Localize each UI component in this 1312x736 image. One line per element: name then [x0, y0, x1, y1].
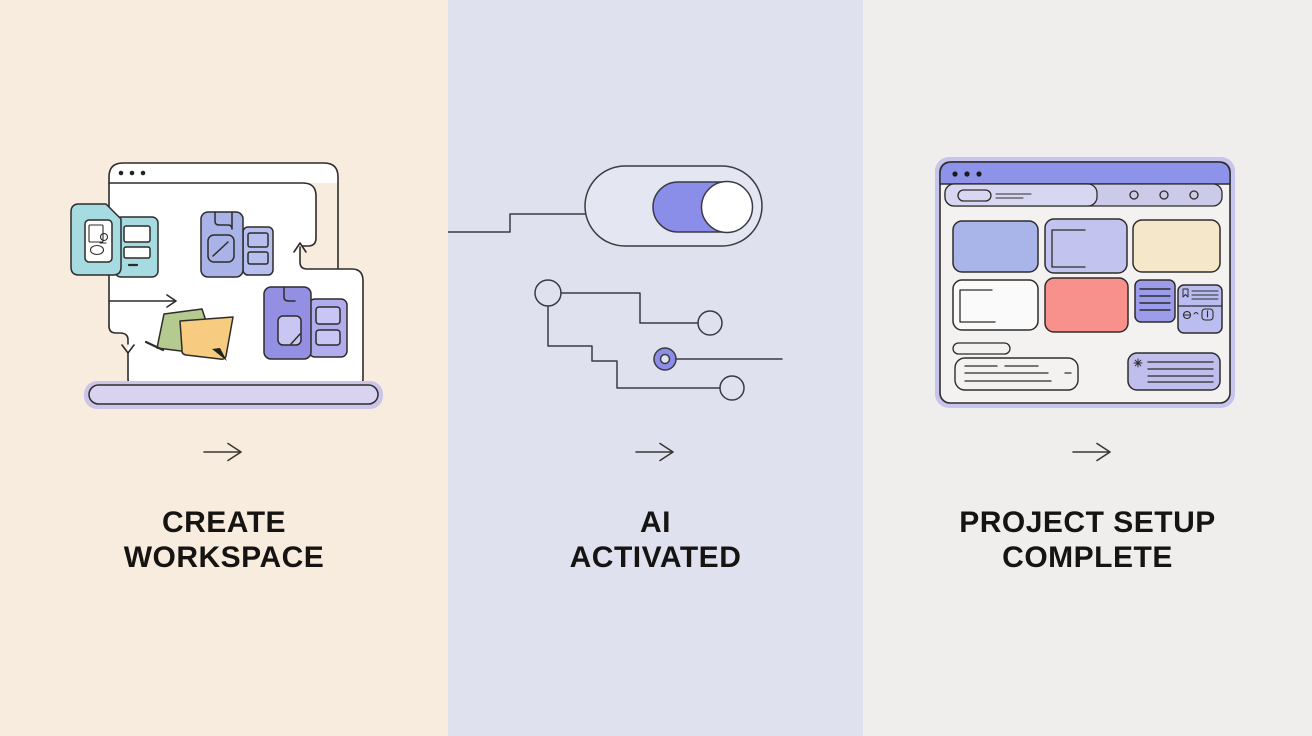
step-label-line: AI [640, 506, 671, 539]
star-icon [1133, 358, 1143, 368]
grid-block-cream [1132, 219, 1221, 273]
step-label-line: WORKSPACE [123, 541, 325, 574]
browser-dashboard-illustration [935, 157, 1235, 462]
step-panel-ai-activated: AI ACTIVATED [448, 0, 863, 736]
bookmark-icon [1182, 288, 1189, 298]
step-label-line: CREATE [161, 506, 287, 539]
window-dots-icon [118, 170, 146, 176]
file-card-bottom [263, 286, 348, 360]
toggle-circuit-illustration [448, 165, 783, 462]
step-label-line: ACTIVATED [569, 541, 742, 574]
toolbar-button-icon [1129, 190, 1139, 200]
laptop-with-documents-illustration [70, 162, 383, 462]
toggle-knob [700, 180, 754, 234]
grid-block-widget [1177, 284, 1223, 334]
window-dots-icon [952, 171, 982, 177]
step-label: AI ACTIVATED [448, 505, 863, 575]
step-label-line: COMPLETE [1002, 541, 1173, 574]
right-arrow-icon [203, 442, 242, 462]
circuit-node [697, 310, 723, 336]
flow-arrow-down-icon [121, 344, 135, 354]
wireframe-doodle-icon [88, 224, 109, 256]
right-arrow-icon [635, 442, 674, 462]
teal-document-card [70, 203, 159, 278]
text-box [954, 357, 1079, 391]
grid-block-coral [1044, 277, 1129, 333]
grid-block-lavender [1044, 218, 1128, 274]
url-pill [957, 189, 992, 202]
address-tab [944, 183, 1098, 207]
step-label-line: PROJECT SETUP [959, 506, 1216, 539]
toolbar-button-icon [1189, 190, 1199, 200]
text-pill [952, 342, 1011, 355]
circuit-active-node [653, 347, 677, 371]
grid-block-white [952, 279, 1039, 331]
flow-arrow-up-icon [293, 242, 307, 253]
browser-window [935, 157, 1235, 408]
folder-icon [144, 308, 234, 361]
step-label: PROJECT SETUP COMPLETE [863, 505, 1312, 575]
highlight-card [1127, 352, 1221, 391]
circuit-trace [448, 213, 586, 233]
grid-block-list [1134, 279, 1176, 323]
step-label: CREATE WORKSPACE [0, 505, 448, 575]
step-panel-create-workspace: CREATE WORKSPACE [0, 0, 448, 736]
right-arrow-icon [1072, 442, 1111, 462]
grid-block-blue [952, 220, 1039, 273]
circuit-node [534, 279, 562, 307]
file-card-top [200, 211, 274, 278]
circuit-trace [560, 292, 699, 324]
toggle-switch-icon [584, 165, 763, 247]
circuit-trace [547, 305, 721, 389]
step-panel-project-setup-complete: PROJECT SETUP COMPLETE [863, 0, 1312, 736]
mini-card-icon [1201, 308, 1214, 321]
flow-arrow-right-icon [108, 294, 177, 308]
title-bar [939, 161, 1231, 185]
laptop-base [84, 381, 383, 409]
toolbar [944, 183, 1223, 207]
toolbar-button-icon [1159, 190, 1169, 200]
circuit-node [719, 375, 745, 401]
